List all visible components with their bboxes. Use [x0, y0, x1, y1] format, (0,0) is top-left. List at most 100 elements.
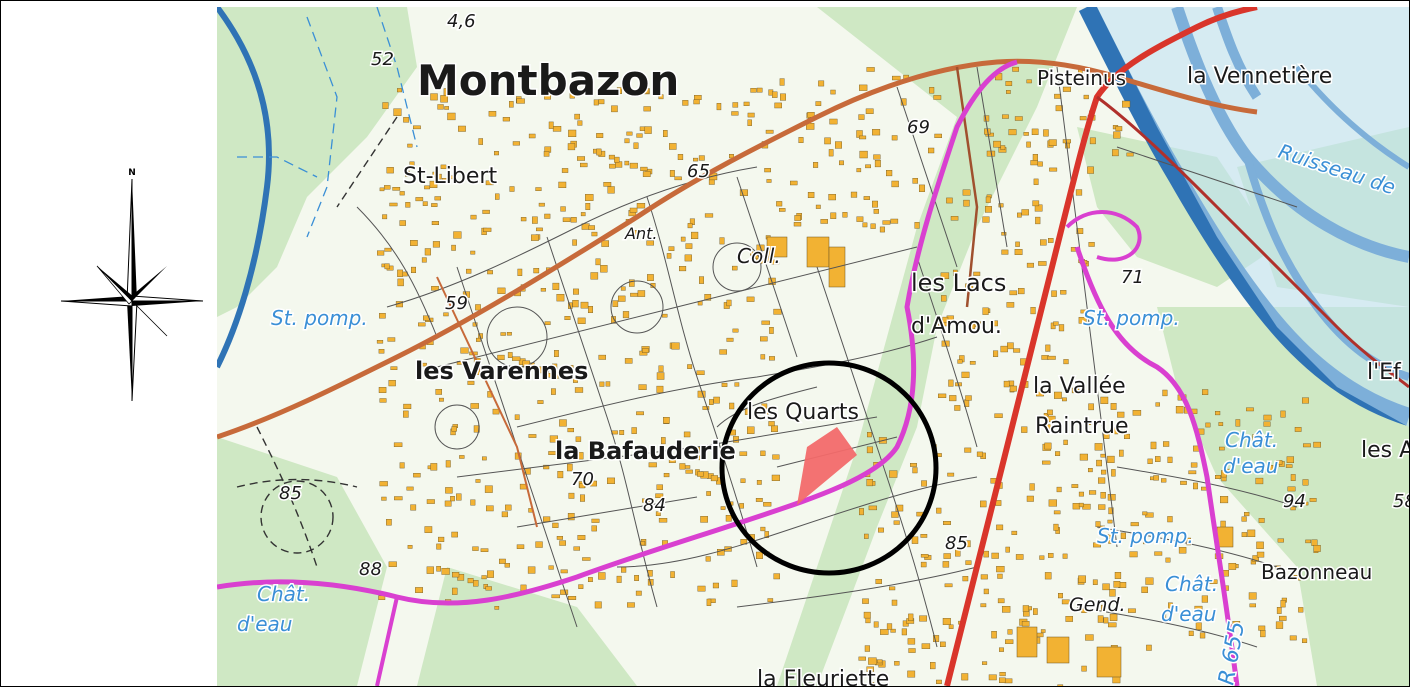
building — [1078, 317, 1087, 324]
building — [383, 185, 391, 190]
building — [1100, 396, 1109, 404]
building — [1044, 424, 1052, 430]
building — [1103, 617, 1109, 624]
building — [486, 505, 494, 512]
building — [585, 202, 591, 210]
building — [472, 546, 479, 551]
building — [475, 304, 481, 311]
building — [1006, 302, 1015, 308]
building — [559, 419, 567, 427]
building — [633, 142, 639, 149]
building — [538, 366, 545, 374]
north-arrow-compass-icon: N — [59, 161, 205, 407]
building — [1061, 599, 1070, 605]
building — [1220, 496, 1229, 504]
building — [1301, 638, 1308, 644]
building — [379, 398, 387, 403]
map-label: les A — [1361, 438, 1409, 463]
building — [993, 140, 1001, 148]
building — [642, 171, 651, 177]
building — [1047, 409, 1053, 416]
building — [771, 474, 780, 482]
building — [379, 313, 386, 319]
building — [1155, 402, 1160, 407]
building — [381, 496, 387, 501]
building — [1241, 516, 1247, 522]
building — [1017, 212, 1022, 218]
building — [886, 623, 893, 630]
building — [656, 484, 663, 490]
building — [928, 147, 935, 154]
building — [538, 202, 545, 207]
building — [1258, 625, 1266, 631]
building — [572, 300, 579, 308]
building — [418, 362, 427, 367]
building — [693, 157, 699, 162]
building — [807, 191, 815, 198]
building — [458, 125, 466, 132]
building — [1313, 441, 1322, 448]
map-label: St. pomp. — [1083, 306, 1180, 330]
building — [997, 573, 1003, 579]
building — [556, 294, 565, 302]
building — [1026, 79, 1032, 84]
building — [874, 159, 881, 168]
building — [793, 222, 802, 227]
map-label: St-Libert — [403, 164, 497, 189]
building — [1126, 152, 1134, 157]
map-label: 88 — [359, 559, 382, 580]
building — [866, 67, 875, 72]
map-label: les Varennes — [415, 357, 588, 385]
building — [1085, 634, 1094, 641]
building — [995, 500, 1002, 506]
building — [1092, 579, 1098, 585]
building — [940, 272, 950, 280]
building — [920, 534, 928, 538]
building — [1021, 621, 1030, 627]
building — [384, 263, 390, 270]
building — [528, 133, 536, 139]
building — [410, 266, 416, 274]
building — [921, 643, 931, 649]
building — [568, 365, 574, 371]
building — [1175, 406, 1184, 414]
building — [1120, 532, 1127, 539]
building — [729, 402, 735, 410]
building — [1072, 503, 1081, 510]
building — [551, 388, 556, 395]
building — [558, 181, 567, 189]
site-parcel — [797, 427, 857, 505]
map-label: St. pomp. — [1097, 524, 1194, 548]
building — [554, 372, 559, 380]
building — [696, 370, 705, 375]
building — [732, 265, 738, 271]
building — [710, 475, 719, 482]
building — [815, 101, 822, 106]
building — [1215, 475, 1222, 480]
building — [774, 102, 782, 109]
building — [1006, 90, 1011, 94]
building — [755, 253, 761, 259]
building — [779, 78, 785, 86]
building — [875, 579, 882, 584]
building — [588, 577, 593, 583]
building — [630, 292, 638, 297]
building — [512, 141, 520, 146]
building — [973, 271, 981, 276]
building — [1081, 665, 1087, 672]
building — [382, 102, 389, 109]
building — [487, 270, 493, 275]
building — [1267, 465, 1274, 472]
building — [1109, 613, 1118, 621]
building — [451, 426, 457, 432]
building — [470, 214, 477, 220]
building — [1000, 345, 1008, 353]
building — [747, 112, 755, 118]
building — [1201, 595, 1209, 603]
building — [698, 155, 705, 161]
building — [985, 196, 991, 203]
building — [1071, 484, 1079, 488]
building — [390, 366, 398, 371]
building — [658, 518, 668, 523]
